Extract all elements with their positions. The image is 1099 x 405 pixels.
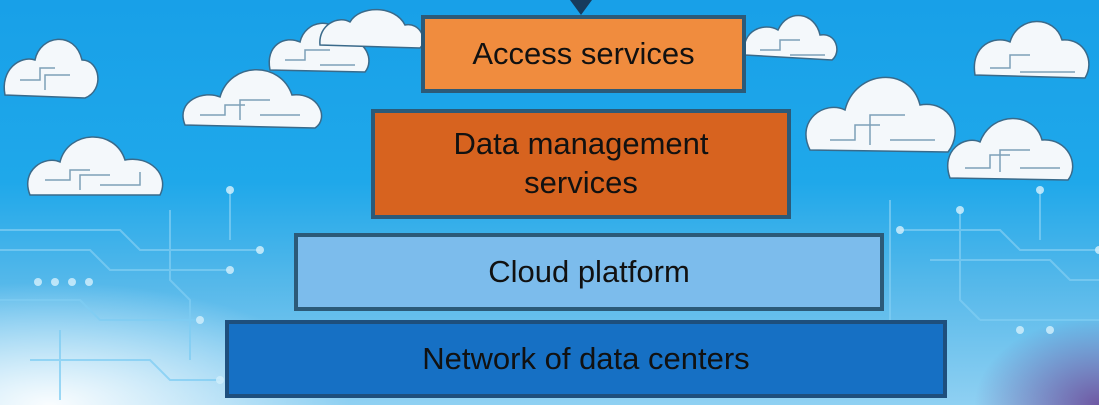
layer-label: Access services: [472, 35, 695, 71]
arrow-down-icon: [570, 0, 592, 15]
layer-data-management-services: Data management services: [371, 109, 791, 219]
layer-access-services: Access services: [421, 15, 746, 93]
layer-label: Data management services: [453, 126, 709, 200]
circuit-nodes: [34, 186, 1099, 384]
layer-cloud-platform: Cloud platform: [294, 233, 884, 311]
circuit-traces: [0, 190, 1099, 400]
layer-network-of-data-centers: Network of data centers: [225, 320, 947, 398]
layer-label: Cloud platform: [488, 253, 690, 289]
layer-label: Network of data centers: [422, 340, 750, 376]
cloud-circuit-patterns: [20, 39, 1075, 190]
